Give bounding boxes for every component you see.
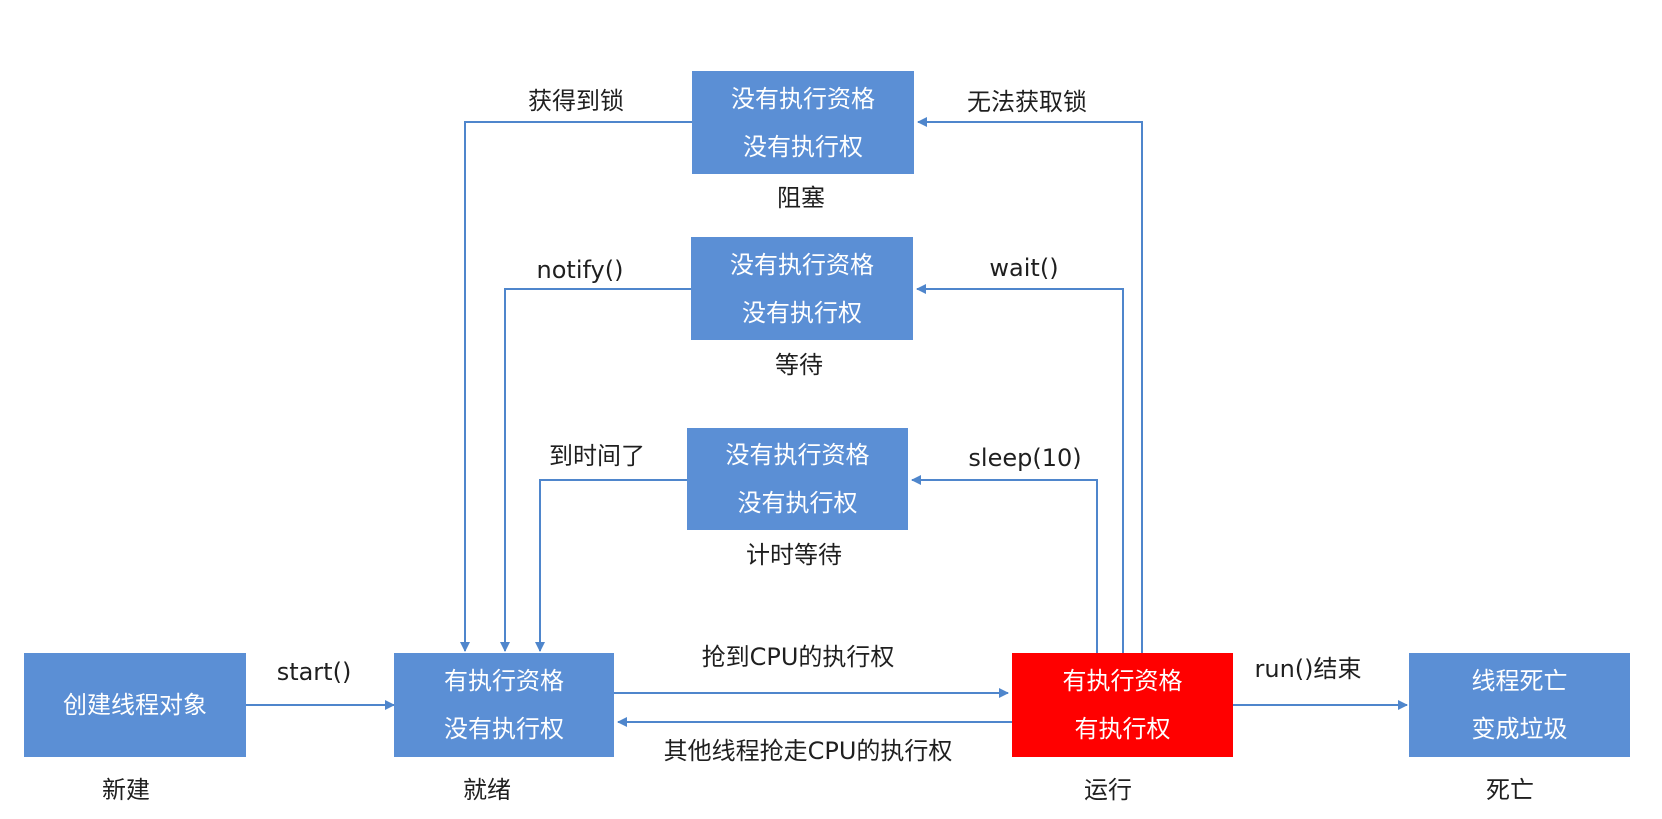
- label-sleep: sleep(10): [968, 444, 1082, 472]
- label-run-end: run()结束: [1254, 655, 1362, 683]
- state-running-line2: 有执行权: [1074, 715, 1171, 743]
- label-cannot-lock: 无法获取锁: [967, 88, 1087, 116]
- caption-waiting: 等待: [775, 351, 823, 379]
- state-running-box: 有执行资格 有执行权: [1012, 653, 1233, 757]
- arrow-sleep: [911, 475, 1098, 653]
- state-timed-waiting-line1: 没有执行资格: [725, 441, 870, 469]
- state-timed-waiting-box: 没有执行资格 没有执行权: [687, 428, 908, 530]
- state-dead-box: 线程死亡 变成垃圾: [1409, 653, 1630, 757]
- state-running-line1: 有执行资格: [1062, 667, 1183, 695]
- state-new-text: 创建线程对象: [63, 691, 207, 719]
- caption-timed-waiting: 计时等待: [746, 541, 842, 569]
- state-waiting-line1: 没有执行资格: [730, 250, 874, 279]
- caption-running: 运行: [1084, 776, 1132, 804]
- state-ready-line1: 有执行资格: [444, 667, 564, 695]
- arrow-time-up: [535, 479, 687, 652]
- state-blocked-line2: 没有执行权: [743, 132, 863, 161]
- state-new-box: 创建线程对象: [24, 653, 246, 757]
- arrow-cannot-lock: [917, 117, 1143, 653]
- caption-ready: 就绪: [463, 776, 511, 804]
- state-waiting-line2: 没有执行权: [742, 298, 862, 327]
- arrow-wait: [916, 284, 1124, 653]
- caption-new: 新建: [102, 776, 150, 804]
- label-start: start(): [276, 658, 352, 686]
- state-waiting-box: 没有执行资格 没有执行权: [691, 237, 913, 340]
- caption-blocked: 阻塞: [777, 184, 825, 212]
- state-blocked-box: 没有执行资格 没有执行权: [692, 71, 914, 174]
- label-lose-cpu: 其他线程抢走CPU的执行权: [663, 737, 953, 765]
- state-blocked-line1: 没有执行资格: [731, 84, 875, 113]
- label-got-lock: 获得到锁: [528, 87, 624, 115]
- label-wait: wait(): [989, 254, 1059, 282]
- arrow-notify: [500, 288, 691, 652]
- state-dead-line1: 线程死亡: [1471, 667, 1568, 695]
- state-dead-line2: 变成垃圾: [1471, 715, 1568, 743]
- state-timed-waiting-line2: 没有执行权: [737, 489, 858, 517]
- label-time-up: 到时间了: [549, 442, 645, 470]
- caption-dead: 死亡: [1486, 776, 1534, 804]
- label-notify: notify(): [536, 256, 624, 284]
- arrow-got-lock: [460, 121, 692, 652]
- state-ready-line2: 没有执行权: [444, 715, 564, 743]
- state-ready-box: 有执行资格 没有执行权: [394, 653, 614, 757]
- label-get-cpu: 抢到CPU的执行权: [701, 643, 895, 671]
